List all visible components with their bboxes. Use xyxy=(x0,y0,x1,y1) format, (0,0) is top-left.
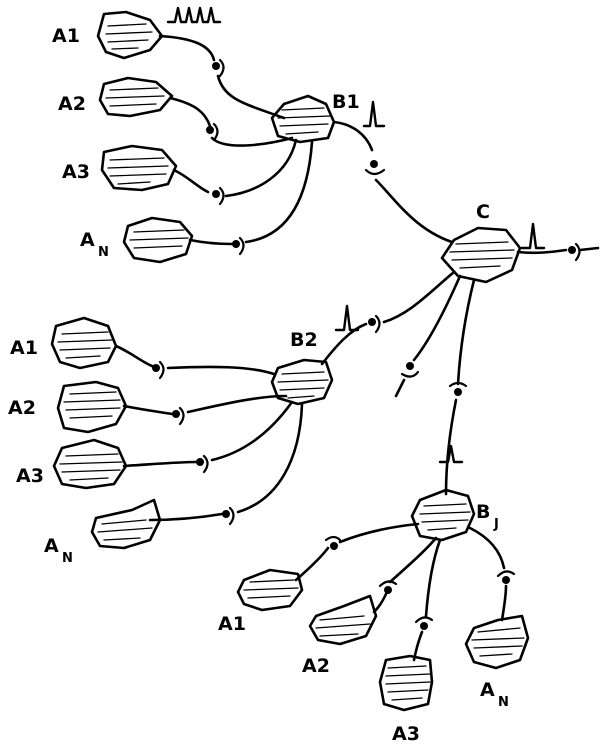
bot-a1-label: A1 xyxy=(218,613,246,635)
top-a2-cell xyxy=(98,76,174,118)
mid-a3-cell xyxy=(52,438,128,490)
bot-an-label: A xyxy=(480,679,495,701)
top-an-subscript: N xyxy=(98,245,109,260)
c-spike-icon xyxy=(520,222,546,250)
mid-a3-label: A3 xyxy=(16,465,44,487)
top-a1-cell xyxy=(96,10,164,60)
b2-label: B2 xyxy=(290,329,318,351)
bottom-group: B J xyxy=(218,278,530,745)
bot-a1-cell xyxy=(236,568,304,612)
bot-an-cell xyxy=(464,614,530,670)
synapse-icon xyxy=(400,362,420,378)
synapse-icon xyxy=(172,406,185,426)
synapse-icon xyxy=(324,535,342,550)
synapse-icon xyxy=(222,506,235,526)
b1-spike-icon xyxy=(362,100,386,128)
synapse-icon xyxy=(414,616,434,630)
b2-spike-icon xyxy=(334,304,360,332)
bot-a3-label: A3 xyxy=(392,723,420,745)
bot-an-subscript: N xyxy=(498,695,509,710)
synapse-icon xyxy=(496,570,516,584)
mid-a2-cell xyxy=(56,380,128,434)
middle-group: A1 A2 A3 A N B2 xyxy=(8,270,456,566)
burst-spike-icon xyxy=(166,6,222,24)
synapse-icon xyxy=(152,360,165,380)
mid-a2-label: A2 xyxy=(8,397,36,419)
top-a2-label: A2 xyxy=(58,93,86,115)
c-dendrite-branch xyxy=(412,274,462,362)
b2-cell xyxy=(270,358,334,406)
top-group: A1 A2 A3 A N B1 xyxy=(52,6,460,264)
bj-label: B xyxy=(476,501,490,523)
bj-cell xyxy=(410,488,476,542)
synapse-icon xyxy=(196,454,209,474)
synapse-icon xyxy=(232,236,245,256)
synapse-icon xyxy=(206,122,219,142)
top-an-cell xyxy=(122,216,194,264)
bot-a3-cell xyxy=(378,654,434,712)
synapse-icon xyxy=(212,58,225,78)
top-an-label: A xyxy=(80,229,95,251)
bot-a2-label: A2 xyxy=(302,655,330,677)
synapse-icon xyxy=(568,242,581,262)
b1-cell xyxy=(270,94,336,144)
mid-a1-cell xyxy=(50,316,118,370)
b1-label: B1 xyxy=(332,91,360,113)
c-cell xyxy=(440,226,522,284)
c-label: C xyxy=(476,201,490,223)
c-group: C xyxy=(440,201,600,284)
top-a1-label: A1 xyxy=(52,25,80,47)
mid-an-cell xyxy=(90,498,162,550)
mid-a1-label: A1 xyxy=(10,337,38,359)
top-a3-label: A3 xyxy=(62,161,90,183)
bj-subscript: J xyxy=(493,517,499,532)
bj-spike-icon xyxy=(438,444,464,464)
bot-a2-cell xyxy=(308,594,378,646)
synapse-icon xyxy=(212,186,225,206)
mid-an-label: A xyxy=(44,535,59,557)
mid-an-subscript: N xyxy=(62,551,73,566)
top-a3-cell xyxy=(100,144,178,192)
synapse-icon xyxy=(378,580,398,594)
synapse-icon xyxy=(364,160,386,176)
synapse-icon xyxy=(368,314,381,334)
